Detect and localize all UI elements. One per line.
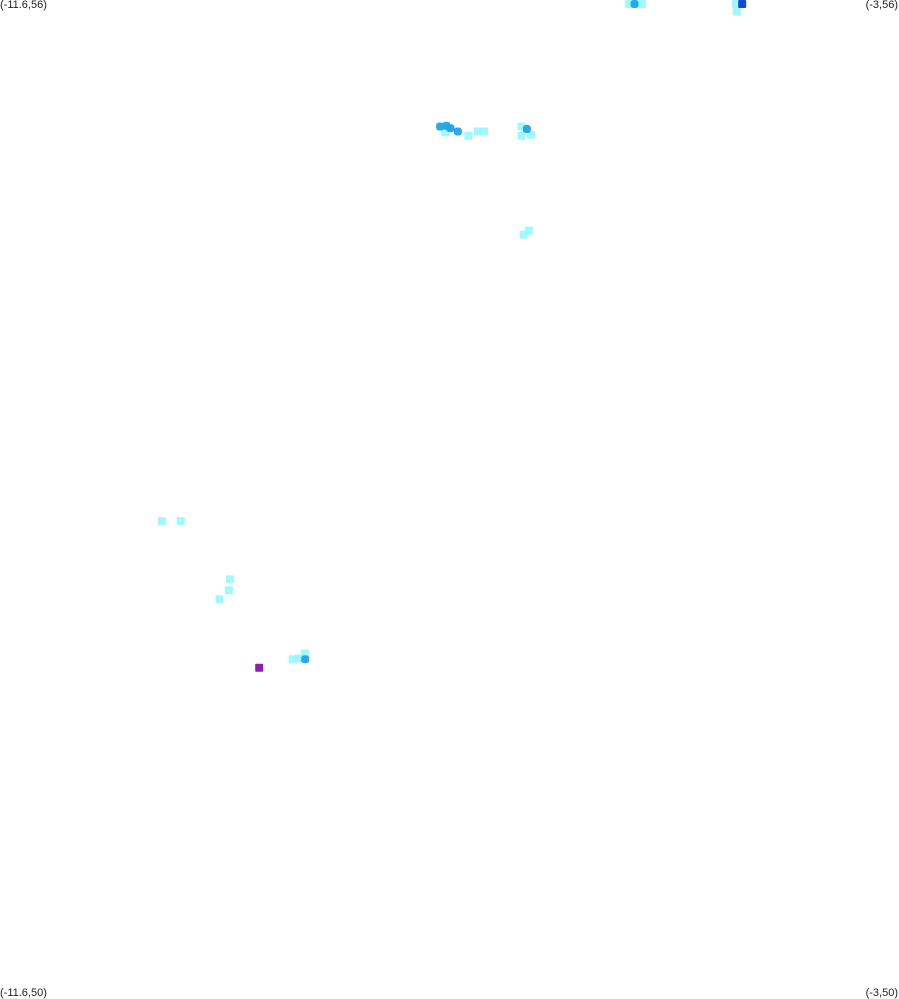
density-cell-low (215, 595, 224, 604)
density-cell-low (464, 131, 473, 140)
density-cell-mid (446, 124, 455, 133)
density-cell-mid (522, 125, 531, 133)
density-cell-mid (453, 127, 462, 136)
density-cell-high (738, 0, 747, 8)
density-cell-low (524, 226, 533, 235)
density-cell-mid (301, 655, 310, 664)
density-cell-low (226, 575, 234, 584)
density-cell-low (224, 586, 233, 595)
density-cell-low (176, 517, 185, 526)
density-cell-low (158, 517, 166, 526)
density-cell-low (731, 0, 740, 8)
density-cell-low (480, 127, 488, 136)
corner-label-top-left: (-11.6,56) (0, 0, 47, 11)
density-cell-peak (255, 663, 264, 672)
density-cell-low (517, 131, 526, 140)
corner-label-bottom-right: (-3,50) (865, 987, 898, 999)
density-cell-low (733, 7, 741, 16)
density-cell-low (288, 655, 297, 664)
corner-label-bottom-left: (-11.6,50) (0, 987, 47, 999)
density-cell-low (473, 127, 482, 136)
density-cell-low (295, 654, 303, 663)
density-cell-low (527, 130, 535, 139)
density-cell-mid (630, 0, 639, 8)
corner-label-top-right: (-3,56) (865, 0, 898, 11)
density-cell-mid (436, 122, 445, 131)
density-cell-low (637, 0, 646, 8)
